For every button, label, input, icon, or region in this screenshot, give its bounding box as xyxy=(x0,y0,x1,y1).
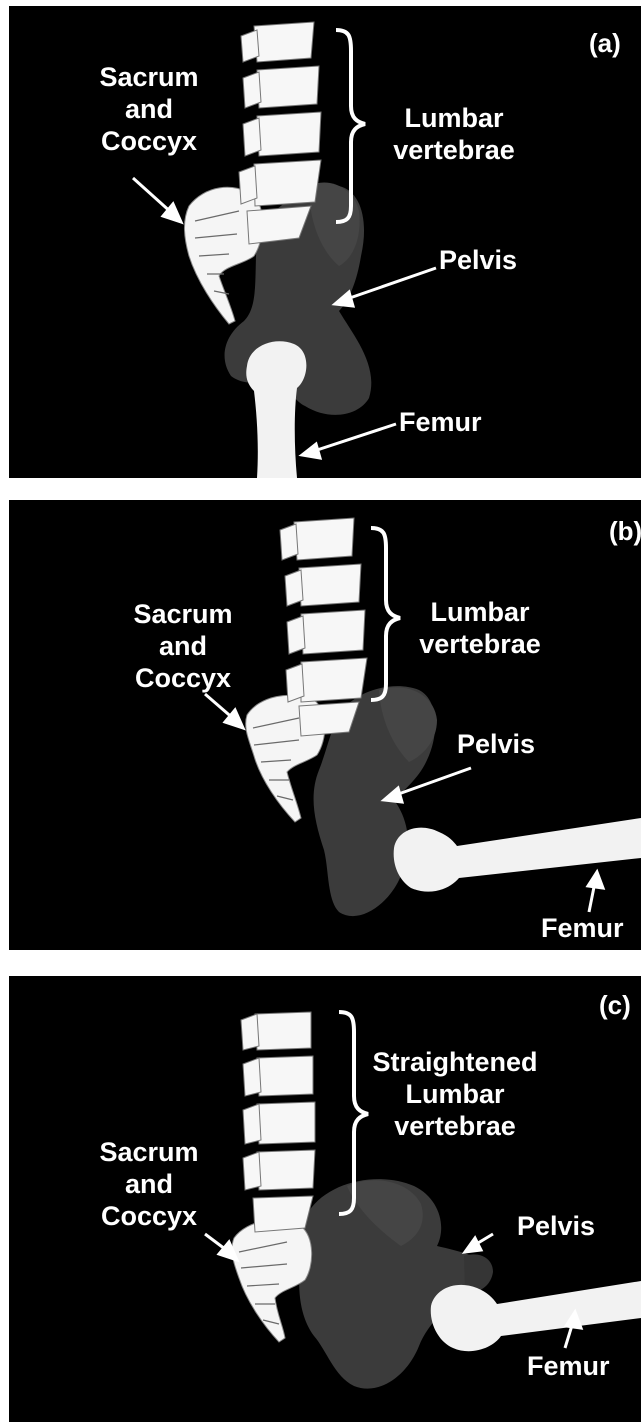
label-line: Sacrum xyxy=(125,598,241,630)
label-line: Sacrum xyxy=(91,1136,207,1168)
label-line: vertebrae xyxy=(379,134,529,166)
panel-b-illustration xyxy=(9,500,641,950)
label-line: and xyxy=(91,1168,207,1200)
panel-label: (c) xyxy=(599,990,631,1020)
lumbar-vertebrae-label: Lumbar vertebrae xyxy=(405,596,555,660)
lumbar-vertebrae xyxy=(241,1012,315,1232)
label-line: vertebrae xyxy=(355,1110,555,1142)
label-line: Straightened xyxy=(355,1046,555,1078)
label-line: Lumbar xyxy=(355,1078,555,1110)
label-line: vertebrae xyxy=(405,628,555,660)
sacrum-coccyx-label: Sacrum and Coccyx xyxy=(125,598,241,694)
label-line: Coccyx xyxy=(125,662,241,694)
panel-a: (a) Sacrum and Coccyx Lumbar vertebrae P… xyxy=(9,6,641,478)
femur-shape xyxy=(394,818,641,892)
label-line: and xyxy=(125,630,241,662)
label-line: Sacrum xyxy=(91,61,207,93)
sacrum-coccyx-label: Sacrum and Coccyx xyxy=(91,1136,207,1232)
sacrum-shape xyxy=(232,1220,312,1342)
lumbar-vertebrae-label: Straightened Lumbar vertebrae xyxy=(355,1046,555,1142)
label-line: Lumbar xyxy=(379,102,529,134)
femur-label: Femur xyxy=(541,912,624,944)
pelvis-label: Pelvis xyxy=(457,728,535,760)
sacrum-coccyx-label: Sacrum and Coccyx xyxy=(91,61,207,157)
femur-label: Femur xyxy=(399,406,482,438)
femur-shape xyxy=(246,341,306,478)
panel-label: (a) xyxy=(589,28,621,58)
femur-label: Femur xyxy=(527,1350,610,1382)
label-line: Lumbar xyxy=(405,596,555,628)
pelvis-label: Pelvis xyxy=(439,244,517,276)
lumbar-vertebrae xyxy=(239,22,321,244)
panel-c: (c) Sacrum and Coccyx Straightened Lumba… xyxy=(9,976,641,1422)
label-line: Coccyx xyxy=(91,1200,207,1232)
panel-label: (b) xyxy=(609,516,641,546)
sacrum-shape xyxy=(184,187,262,324)
femur-shape xyxy=(431,1281,641,1351)
label-line: and xyxy=(91,93,207,125)
label-line: Coccyx xyxy=(91,125,207,157)
lumbar-vertebrae-label: Lumbar vertebrae xyxy=(379,102,529,166)
pelvis-label: Pelvis xyxy=(517,1210,595,1242)
lumbar-bracket xyxy=(371,528,400,700)
panel-b: (b) Sacrum and Coccyx Lumbar vertebrae P… xyxy=(9,500,641,950)
